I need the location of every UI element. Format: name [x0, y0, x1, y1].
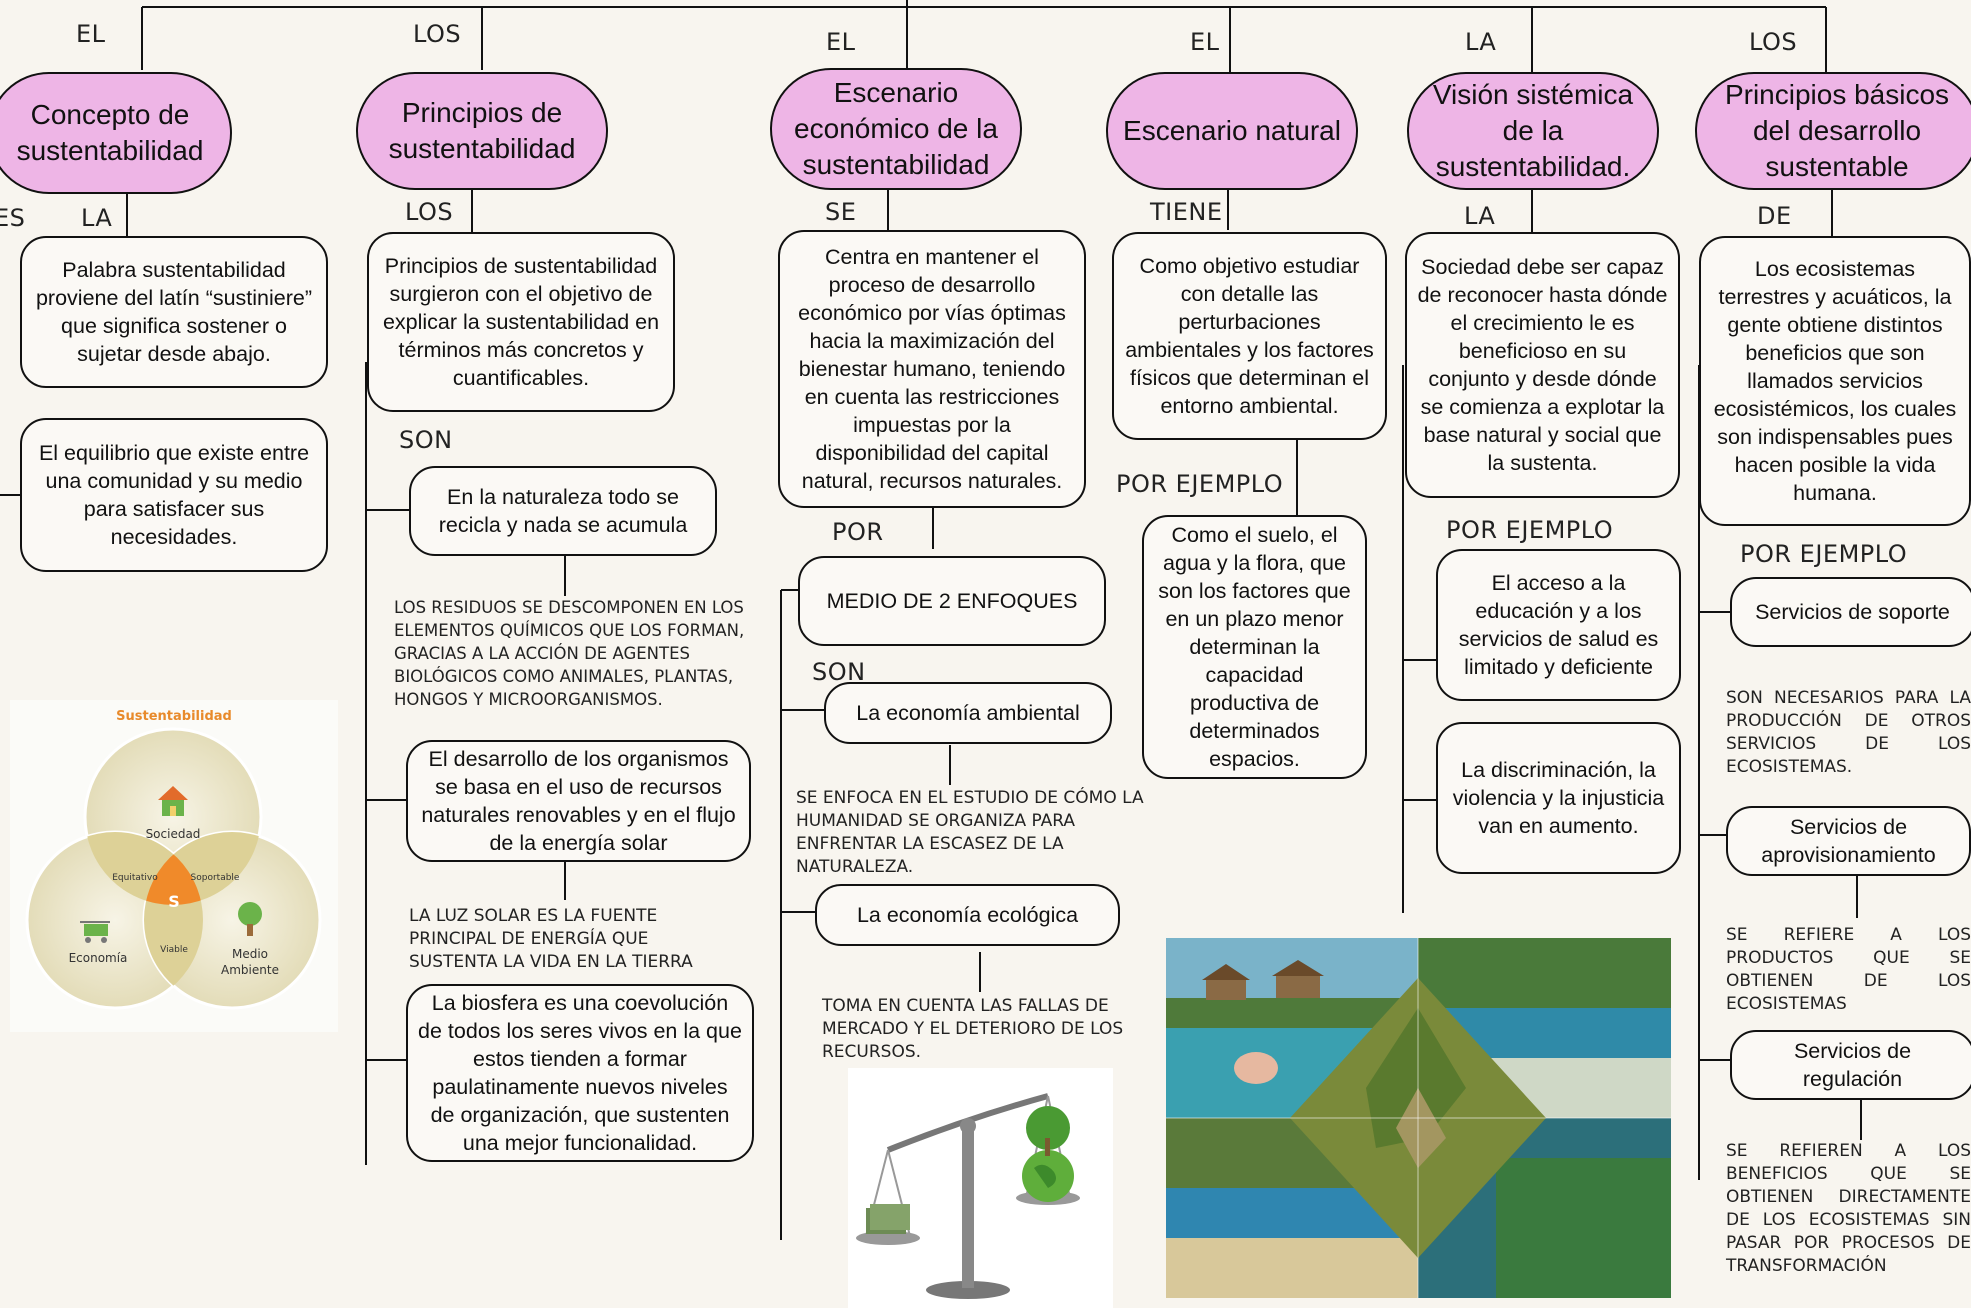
connector-por-ejemplo: POR EJEMPLO	[1740, 540, 1908, 568]
landscape-collage-image	[1166, 938, 1671, 1298]
connector-la: LA	[81, 204, 113, 232]
venn-center-label: S	[168, 892, 180, 911]
box-centra: Centra en mantener el proceso de desarro…	[778, 230, 1086, 508]
tree-icon	[238, 902, 262, 936]
topic-escenario-natural: Escenario natural	[1106, 72, 1358, 190]
box-equilibrio: El equilibrio que existe entre una comun…	[20, 418, 328, 572]
topic-concepto: Concepto de sustentabilidad	[0, 72, 232, 194]
venn-diagram-image: Sustentabilidad S Sociedad Economía Medi…	[10, 700, 338, 1032]
topic-principios-basicos: Principios básicos del desarrollo susten…	[1695, 72, 1971, 190]
house-icon	[158, 786, 188, 816]
venn-soportable: Soportable	[191, 873, 240, 883]
note-son-necesarios: SON NECESARIOS PARA LA PRODUCCIÓN DE OTR…	[1726, 688, 1971, 777]
connector-la: LA	[1464, 202, 1496, 230]
connector-son: SON	[812, 658, 866, 686]
box-naturaleza: En la naturaleza todo se recicla y nada …	[409, 466, 717, 556]
connector-por-ejemplo: POR EJEMPLO	[1116, 470, 1284, 498]
box-biosfera: La biosfera es una coevolución de todos …	[406, 984, 754, 1162]
connector-son: SON	[399, 426, 453, 454]
note-luz-solar: LA LUZ SOLAR ES LA FUENTE PRINCIPAL DE E…	[409, 906, 693, 972]
note-se-refiere: SE REFIERE A LOS PRODUCTOS QUE SE OBTIEN…	[1726, 925, 1971, 1014]
connector-el: EL	[826, 28, 856, 56]
box-organismos: El desarrollo de los organismos se basa …	[406, 740, 751, 862]
connector-los: LOS	[405, 198, 454, 226]
connector-tiene: TIENE	[1150, 198, 1223, 226]
box-principios-surgieron: Principios de sustentabilidad surgieron …	[367, 232, 675, 412]
connector-se: SE	[825, 198, 857, 226]
venn-title: Sustentabilidad	[116, 709, 232, 724]
connector-por: POR	[832, 518, 884, 546]
venn-sociedad: Sociedad	[146, 827, 201, 841]
connector-el: EL	[76, 20, 106, 48]
connector-de: DE	[1757, 202, 1792, 230]
topic-escenario-economico: Escenario económico de la sustentabilida…	[770, 68, 1022, 190]
balance-scale-icon	[856, 1093, 1080, 1299]
venn-economia: Economía	[69, 951, 128, 965]
box-economia-ecologica: La economía ecológica	[815, 884, 1120, 946]
topic-vision-sistemica: Visión sistémica de la sustentabilidad.	[1407, 72, 1659, 190]
cart-icon	[80, 921, 110, 943]
connector-es: ES	[0, 204, 26, 232]
connector-los: LOS	[1749, 28, 1798, 56]
connector-la: LA	[1465, 28, 1497, 56]
venn-viable: Viable	[160, 945, 188, 955]
box-servicios-regulacion: Servicios de regulación	[1730, 1030, 1971, 1100]
venn-equitativo: Equitativo	[112, 873, 158, 883]
box-servicios-soporte: Servicios de soporte	[1730, 577, 1971, 647]
note-enfoca: SE ENFOCA EN EL ESTUDIO DE CÓMO LA HUMAN…	[796, 788, 1144, 877]
box-servicios-aprovisionamiento: Servicios de aprovisionamiento	[1726, 806, 1971, 876]
connector-los: LOS	[413, 20, 462, 48]
connector-por-ejemplo: POR EJEMPLO	[1446, 516, 1614, 544]
box-discriminacion: La discriminación, la violencia y la inj…	[1436, 722, 1681, 874]
note-residuos: LOS RESIDUOS SE DESCOMPONEN EN LOS ELEME…	[394, 598, 745, 709]
balance-scale-image	[848, 1068, 1113, 1308]
box-medio-enfoques: MEDIO DE 2 ENFOQUES	[798, 556, 1106, 646]
note-se-refieren: SE REFIEREN A LOS BENEFICIOS QUE SE OBTI…	[1726, 1141, 1971, 1276]
note-toma: TOMA EN CUENTA LAS FALLAS DE MERCADO Y E…	[822, 996, 1124, 1062]
venn-ambiente: Ambiente	[221, 963, 279, 977]
box-sociedad: Sociedad debe ser capaz de reconocer has…	[1405, 232, 1680, 498]
venn-medio: Medio	[232, 947, 268, 961]
connector-el: EL	[1190, 28, 1220, 56]
box-economia-ambiental: La economía ambiental	[824, 682, 1112, 744]
box-palabra: Palabra sustentabilidad proviene del lat…	[20, 236, 328, 388]
topic-principios: Principios de sustentabilidad	[356, 72, 608, 190]
box-suelo: Como el suelo, el agua y la flora, que s…	[1142, 515, 1367, 779]
box-ecosistemas: Los ecosistemas terrestres y acuáticos, …	[1699, 236, 1971, 526]
box-objetivo: Como objetivo estudiar con detalle las p…	[1112, 232, 1387, 440]
box-acceso: El acceso a la educación y a los servici…	[1436, 549, 1681, 701]
